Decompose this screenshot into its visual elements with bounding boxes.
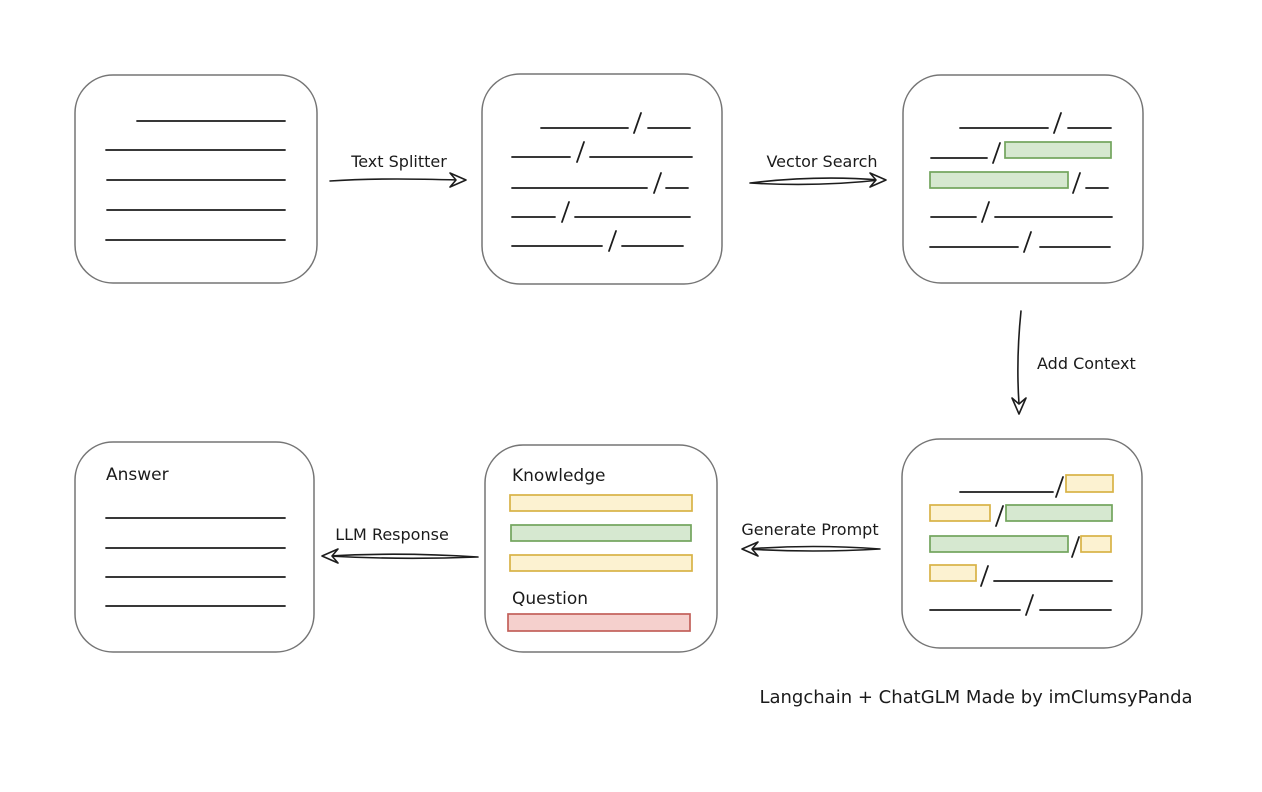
knowledge-bar-yellow: [509, 494, 693, 512]
matched-chunk-highlight: [929, 535, 1069, 553]
text-splitter-arrow: Text Splitter: [329, 152, 467, 188]
slash-separator: [576, 141, 585, 163]
generate-prompt-label: Generate Prompt: [741, 520, 878, 539]
answer-box-outline: [74, 441, 315, 653]
matched-chunk-highlight: [929, 171, 1069, 189]
slash-separator: [653, 172, 662, 194]
arrowhead-down-icon: [1011, 397, 1027, 415]
answer-box: Answer: [74, 441, 315, 653]
arrow-line: [747, 545, 881, 552]
add-context-arrow: Add Context: [1011, 310, 1136, 415]
arrowhead-right-icon: [869, 172, 887, 188]
arrow-line: [749, 177, 881, 186]
slash-separator: [1053, 112, 1062, 134]
slash-separator: [1025, 594, 1034, 616]
slash-separator: [981, 201, 990, 223]
slash-separator: [561, 201, 570, 223]
matched-chunk-highlight: [1005, 504, 1113, 522]
vector-search-label: Vector Search: [766, 152, 877, 171]
answer-label: Answer: [106, 465, 169, 485]
diagram-caption: Langchain + ChatGLM Made by imClumsyPand…: [759, 687, 1192, 708]
context-chunk-highlight: [1065, 474, 1114, 493]
generate-prompt-arrow: Generate Prompt: [741, 520, 881, 557]
matched-chunk-highlight: [1004, 141, 1112, 159]
context-chunks-box: [901, 438, 1143, 649]
knowledge-bar-green: [510, 524, 692, 542]
question-bar-red: [507, 613, 691, 632]
arrow-line: [329, 178, 461, 182]
slash-separator: [980, 565, 989, 587]
arrowhead-right-icon: [449, 172, 467, 188]
document-box: [74, 74, 318, 284]
llm-response-arrow: LLM Response: [321, 525, 479, 564]
arrow-line: [327, 553, 479, 560]
arrowhead-left-icon: [321, 548, 339, 564]
prompt-box: Knowledge Question: [484, 444, 718, 653]
knowledge-bar-yellow: [509, 554, 693, 572]
vector-search-arrow: Vector Search: [749, 152, 887, 188]
text-chunks-box: [481, 73, 723, 285]
llm-response-label: LLM Response: [335, 525, 449, 544]
slash-separator: [1071, 536, 1080, 558]
text-splitter-label: Text Splitter: [350, 152, 447, 171]
slash-separator: [608, 230, 617, 252]
slash-separator: [1023, 231, 1032, 253]
matched-chunks-box: [902, 74, 1144, 284]
add-context-label: Add Context: [1037, 354, 1136, 373]
context-chunk-highlight: [929, 564, 977, 582]
slash-separator: [995, 505, 1004, 527]
context-chunk-highlight: [1080, 535, 1112, 553]
arrowhead-left-icon: [741, 541, 759, 557]
arrow-line: [1017, 310, 1022, 405]
question-label: Question: [512, 589, 588, 609]
slash-separator: [633, 112, 642, 134]
document-box-outline: [74, 74, 318, 284]
context-chunk-highlight: [929, 504, 991, 522]
slash-separator: [1055, 476, 1064, 498]
slash-separator: [1072, 172, 1081, 194]
knowledge-label: Knowledge: [512, 466, 605, 486]
slash-separator: [992, 142, 1001, 164]
text-chunks-box-outline: [481, 73, 723, 285]
